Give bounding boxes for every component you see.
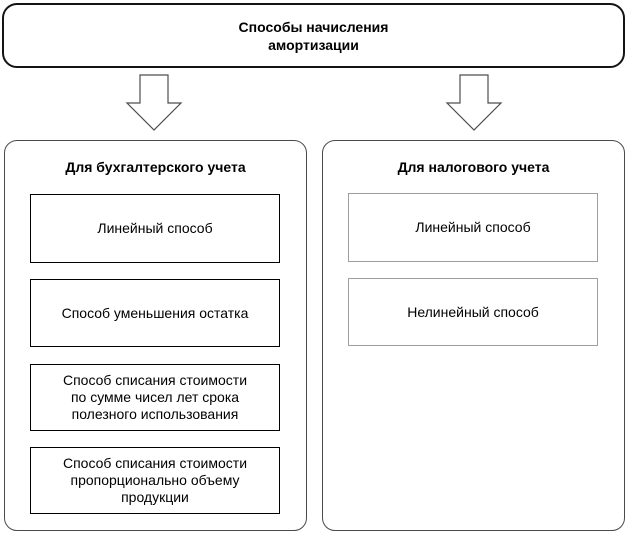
column-tax-header: Для налогового учета (397, 159, 550, 175)
column-accounting: Для бухгалтерского учета Линейный способ… (4, 140, 307, 531)
item-declining-balance-method: Способ уменьшения остатка (30, 279, 280, 347)
down-arrow-icon (125, 74, 183, 131)
item-sum-of-years-method: Способ списания стоимости по сумме чисел… (30, 364, 280, 431)
item-units-of-production-method: Способ списания стоимости пропорциональн… (30, 447, 280, 514)
item-linear-method-tax: Линейный способ (348, 193, 598, 262)
column-tax: Для налогового учета Линейный способ Нел… (322, 140, 625, 531)
item-nonlinear-method-tax: Нелинейный способ (348, 278, 598, 346)
down-arrow-icon (445, 74, 503, 131)
column-accounting-header: Для бухгалтерского учета (65, 159, 246, 175)
diagram-title: Способы начисления амортизации (2, 3, 625, 68)
item-linear-method: Линейный способ (30, 194, 280, 263)
